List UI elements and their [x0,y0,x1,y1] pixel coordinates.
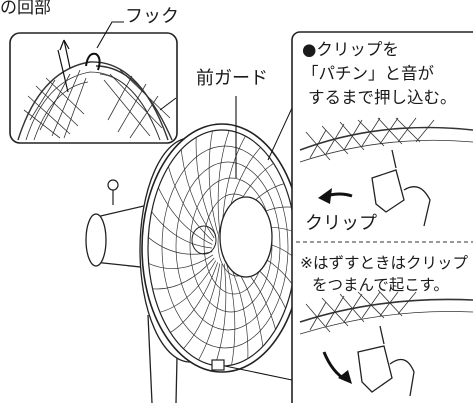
attach-line-1: ●クリップを [302,40,399,59]
remove-line-1: ※はずすときはクリップ [300,254,468,272]
attach-line-2: 「パチン」と音が [302,64,434,83]
section-fragment-label: の回部 [0,0,51,18]
front-guard-label: 前ガード [196,68,268,89]
hook-label: フック [125,6,179,27]
clip-label: クリップ [305,213,377,234]
hook-detail-inset [9,21,178,144]
attach-line-3: するまで押し込む。 [308,88,457,107]
fan-body [85,96,303,404]
remove-line-2: をつまんで起こす。 [312,276,449,294]
clip-detail-box [291,31,473,407]
